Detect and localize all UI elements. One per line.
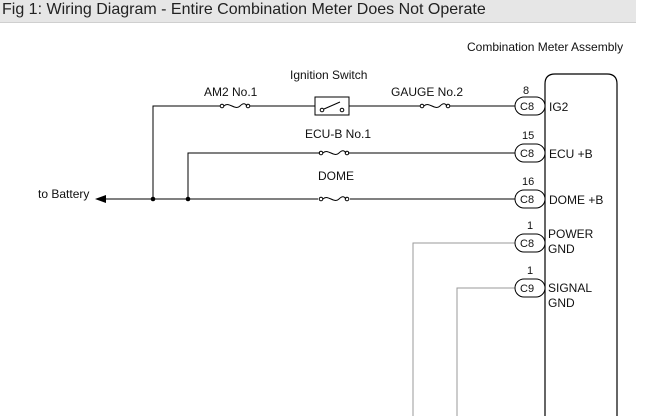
- connector-code: C9: [520, 283, 534, 295]
- ignition-switch-icon: [314, 96, 350, 116]
- ecub-fuse-icon: [318, 150, 350, 156]
- terminal-label: DOME +B: [549, 193, 603, 207]
- signal-gnd-wire: [456, 287, 515, 416]
- gauge-label: GAUGE No.2: [391, 85, 463, 99]
- connector-signal-gnd: 1 C9 SIGNAL GND: [514, 265, 592, 310]
- am2-label: AM2 No.1: [204, 85, 258, 99]
- gauge-fuse-icon: [419, 103, 451, 109]
- power-gnd-wire: [412, 242, 515, 416]
- terminal-label: IG2: [549, 100, 569, 114]
- connector-code: C8: [520, 194, 534, 206]
- terminal-label: ECU +B: [549, 147, 593, 161]
- terminal-label-line2: GND: [548, 242, 575, 256]
- figure-title-bar: Fig 1: Wiring Diagram - Entire Combinati…: [0, 0, 636, 23]
- ecub-label: ECU-B No.1: [305, 127, 371, 141]
- am2-fuse-icon: [219, 103, 251, 109]
- assembly-label: Combination Meter Assembly: [467, 40, 623, 54]
- pin-number: 1: [527, 265, 533, 277]
- pin-number: 1: [527, 220, 533, 232]
- dome-fuse-icon: [318, 195, 350, 203]
- dome-label: DOME: [318, 169, 354, 183]
- connector-code: C8: [520, 101, 534, 113]
- to-battery-label: to Battery: [38, 187, 89, 201]
- connector-code: C8: [520, 148, 534, 160]
- terminal-label-line1: SIGNAL: [548, 281, 592, 295]
- ecub-wire: [187, 152, 320, 199]
- terminal-label-line2: GND: [548, 296, 575, 310]
- ig2-wire: [152, 105, 220, 199]
- pin-number: 16: [522, 176, 534, 188]
- ignition-switch-label: Ignition Switch: [290, 68, 367, 82]
- battery-arrow: [95, 195, 106, 203]
- connector-dome-b: 16 C8 DOME +B: [514, 176, 603, 209]
- connector-code: C8: [520, 238, 534, 250]
- terminal-label-line1: POWER: [548, 227, 594, 241]
- connector-ecu-b: 15 C8 ECU +B: [514, 130, 593, 163]
- connector-power-gnd: 1 C8 POWER GND: [514, 220, 594, 256]
- connector-ig2: 8 C8 IG2: [514, 85, 569, 116]
- pin-number: 15: [522, 130, 534, 142]
- figure-title: Fig 1: Wiring Diagram - Entire Combinati…: [2, 1, 486, 18]
- meter-assembly-box: [544, 73, 618, 416]
- pin-number: 8: [523, 85, 529, 97]
